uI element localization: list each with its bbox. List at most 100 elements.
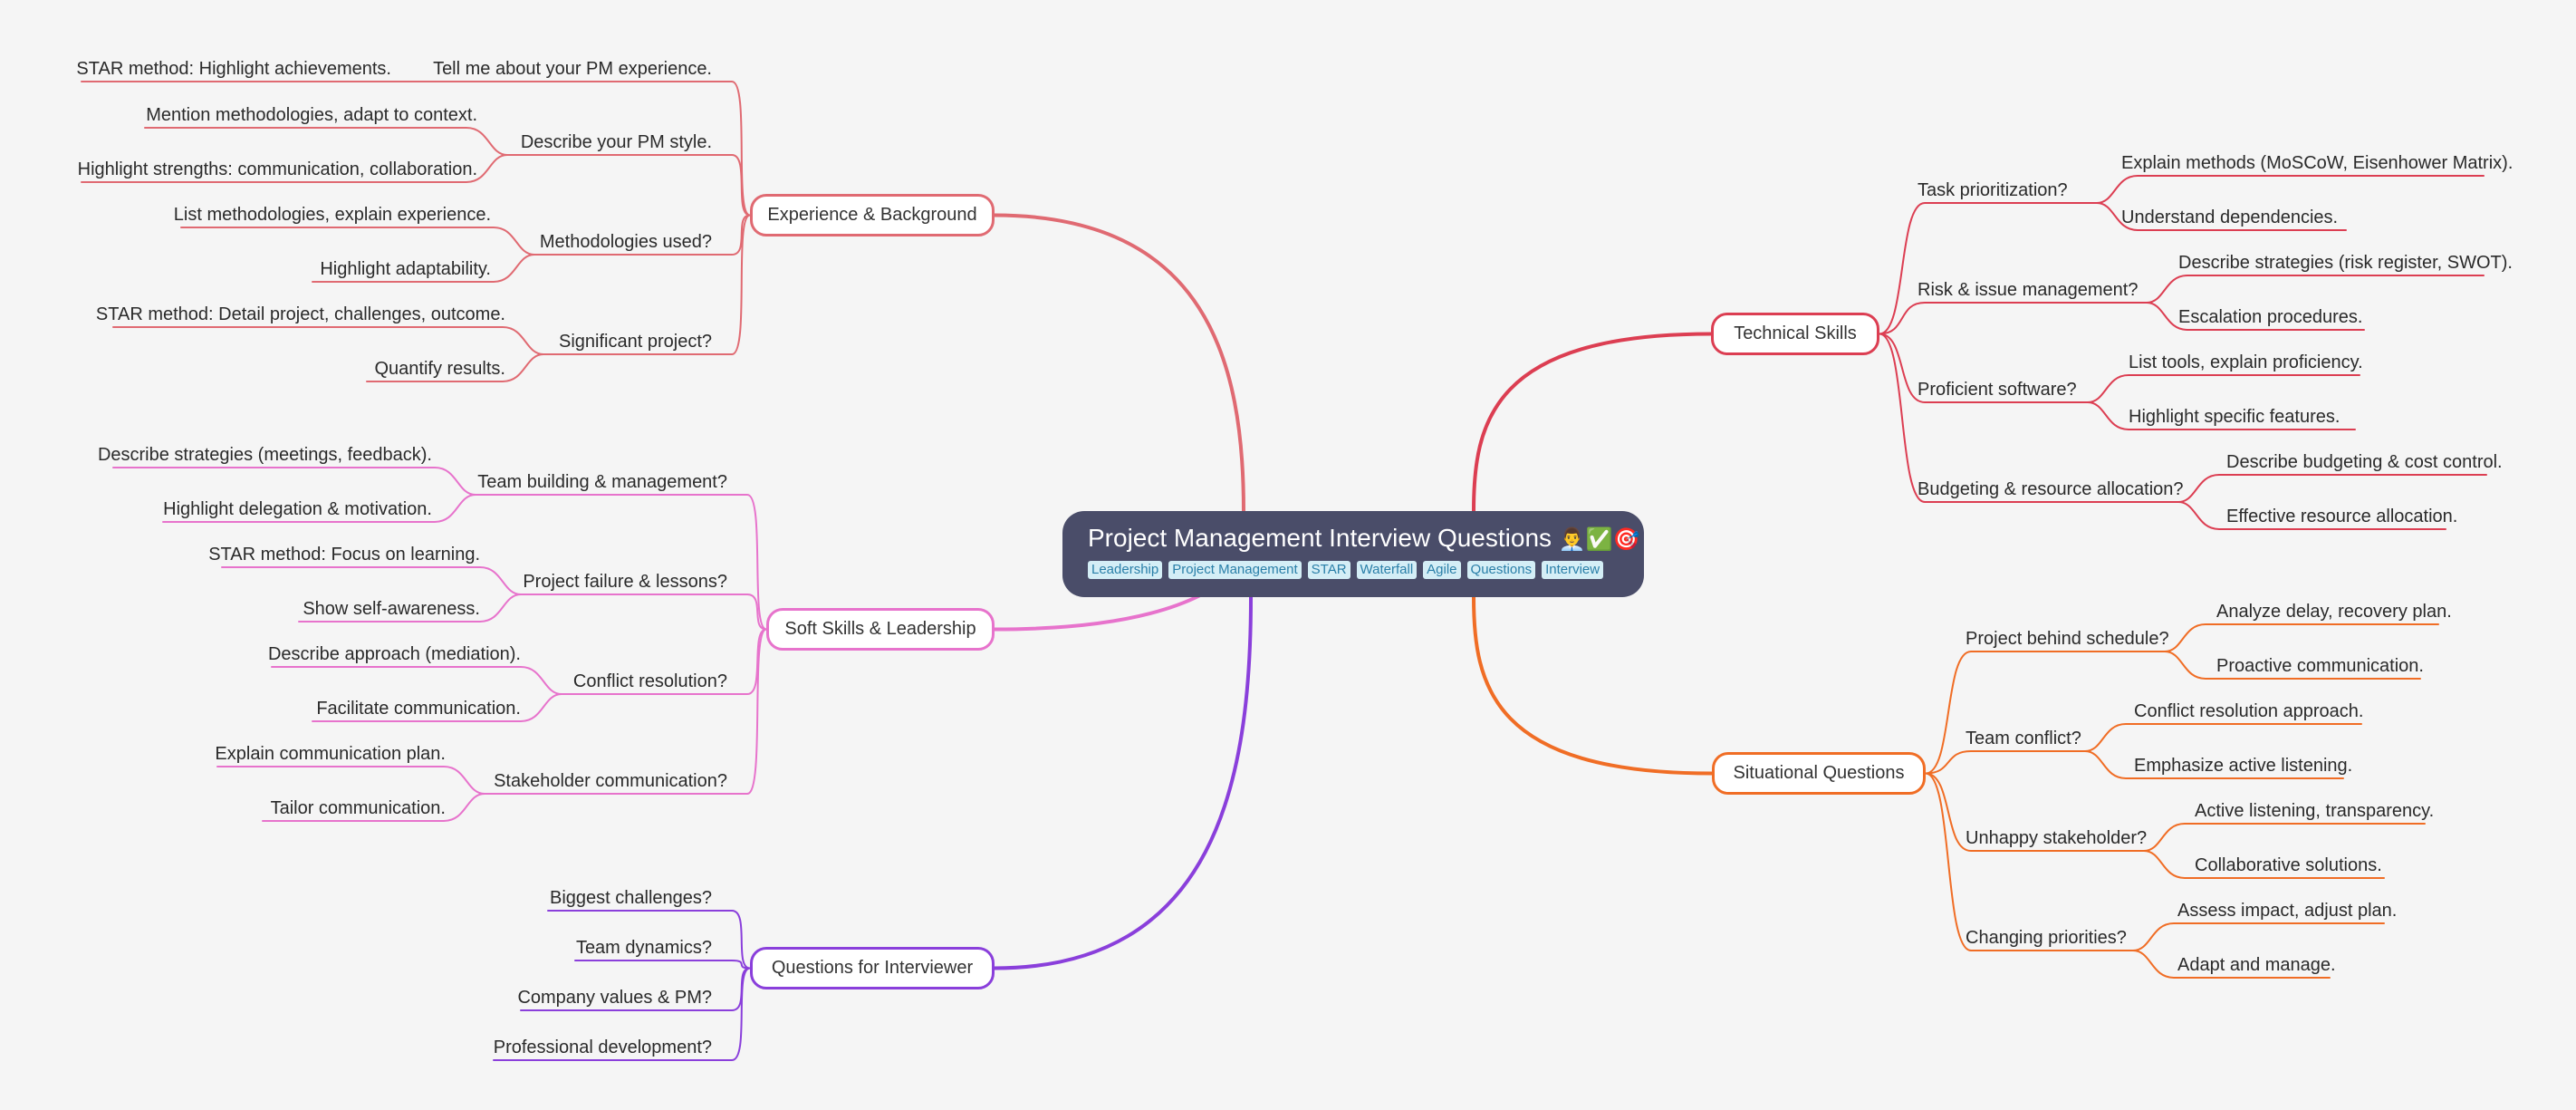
tag[interactable]: Questions (1466, 561, 1536, 579)
leaf-connector (144, 127, 508, 156)
subtopic-connector (1925, 750, 2086, 775)
leaf-connector (2143, 850, 2385, 879)
leaf-label: Highlight delegation & motivation. (163, 499, 432, 519)
leaf-label: Quantify results. (374, 359, 505, 379)
subtopic-connector (475, 494, 767, 631)
branch-connector (1472, 332, 1713, 513)
tag[interactable]: Waterfall (1356, 561, 1418, 579)
leaf-connector (162, 494, 476, 523)
leaf-connector (180, 227, 535, 256)
subtopic-connector (434, 81, 751, 217)
leaf-connector (112, 467, 476, 496)
subtopic-connector (543, 214, 751, 355)
branch-experience[interactable]: Experience & Background (750, 194, 995, 236)
subtopic-connector (493, 967, 751, 1061)
leaf-label: Proactive communication. (2216, 656, 2424, 676)
subtopic-connector (506, 154, 751, 217)
tag[interactable]: Project Management (1168, 561, 1302, 579)
subtopic-label[interactable]: Project behind schedule? (1966, 629, 2169, 649)
subtopic-label[interactable]: Team building & management? (477, 472, 727, 492)
subtopic-label[interactable]: Proficient software? (1918, 380, 2077, 400)
root-node[interactable]: Project Management Interview Questions 👨… (1062, 511, 1644, 597)
tag[interactable]: Interview (1542, 561, 1604, 579)
leaf-label: Adapt and manage. (2177, 955, 2336, 975)
leaf-connector (298, 594, 522, 623)
leaf-connector (2146, 302, 2365, 331)
subtopic-connector (1879, 202, 2098, 335)
subtopic-label[interactable]: Team conflict? (1966, 729, 2081, 748)
subtopic-label[interactable]: Professional development? (493, 1038, 712, 1057)
leaf-label: Highlight strengths: communication, coll… (77, 159, 477, 179)
leaf-label: STAR method: Highlight achievements. (76, 59, 391, 79)
leaf-connector (312, 254, 535, 283)
tag[interactable]: Leadership (1088, 561, 1163, 579)
subtopic-connector (1925, 651, 2166, 775)
leaf-connector (2084, 723, 2362, 752)
leaf-label: Escalation procedures. (2178, 307, 2363, 327)
subtopic-label[interactable]: Unhappy stakeholder? (1966, 828, 2148, 848)
branch-connector (993, 595, 1253, 970)
leaf-connector (112, 326, 544, 355)
subtopic-connector (1879, 333, 2089, 403)
branch-connector (1472, 595, 1714, 776)
branch-connector (993, 594, 1202, 632)
subtopic-label[interactable]: Biggest challenges? (549, 888, 712, 908)
subtopic-connector (561, 628, 767, 695)
leaf-connector (2087, 401, 2356, 430)
leaf-label: Effective resource allocation. (2226, 507, 2458, 526)
leaf-label: Describe budgeting & cost control. (2226, 452, 2503, 472)
subtopic-label[interactable]: Task prioritization? (1918, 180, 2068, 200)
subtopic-connector (1879, 333, 2179, 503)
leaf-label: Collaborative solutions. (2195, 855, 2382, 875)
subtopic-label[interactable]: Risk & issue management? (1918, 280, 2139, 300)
subtopic-connector (1925, 772, 2134, 951)
leaf-label: Active listening, transparency. (2195, 801, 2435, 821)
leaf-connector (221, 566, 522, 595)
tag[interactable]: Agile (1423, 561, 1461, 579)
subtopic-connector (1879, 302, 2148, 335)
leaf-connector (2177, 501, 2446, 530)
subtopic-connector (484, 628, 767, 795)
subtopic-label[interactable]: Stakeholder communication? (494, 771, 727, 791)
subtopic-label[interactable]: Conflict resolution? (572, 671, 727, 691)
leaf-connector (366, 353, 544, 382)
leaf-connector (2146, 275, 2485, 304)
subtopic-connector (574, 960, 751, 970)
subtopic-label[interactable]: Tell me about your PM experience. (433, 59, 712, 79)
subtopic-label[interactable]: Methodologies used? (539, 232, 712, 252)
leaf-connector (2132, 950, 2331, 979)
leaf-connector (2164, 623, 2439, 652)
leaf-label: Analyze delay, recovery plan. (2216, 602, 2452, 622)
leaf-connector (2143, 823, 2426, 852)
subtopic-connector (547, 910, 751, 970)
branch-soft-skills[interactable]: Soft Skills & Leadership (766, 608, 995, 651)
subtopic-label[interactable]: Significant project? (559, 332, 712, 352)
branch-technical[interactable]: Technical Skills (1711, 313, 1879, 355)
leaf-label: Tailor communication. (270, 798, 446, 818)
leaf-label: List methodologies, explain experience. (173, 205, 491, 225)
leaf-connector (2096, 175, 2485, 204)
leaf-label: Describe strategies (risk register, SWOT… (2178, 253, 2513, 273)
leaf-label: Highlight adaptability. (320, 259, 491, 279)
subtopic-label[interactable]: Team dynamics? (575, 938, 712, 958)
leaf-label: List tools, explain proficiency. (2129, 352, 2363, 372)
branch-interviewer[interactable]: Questions for Interviewer (750, 947, 995, 989)
subtopic-label[interactable]: Describe your PM style. (520, 132, 712, 152)
leaf-label: Describe approach (mediation). (267, 644, 521, 664)
branch-situational[interactable]: Situational Questions (1712, 752, 1926, 795)
leaf-label: Understand dependencies. (2121, 208, 2339, 227)
root-title: Project Management Interview Questions 👨… (1088, 522, 1644, 555)
subtopic-label[interactable]: Project failure & lessons? (523, 572, 727, 592)
subtopic-label[interactable]: Company values & PM? (517, 988, 712, 1008)
leaf-label: Facilitate communication. (316, 699, 521, 719)
root-emoji: 👨‍💼✅🎯 (1558, 526, 1640, 552)
subtopic-label[interactable]: Changing priorities? (1966, 928, 2127, 948)
leaf-label: Conflict resolution approach. (2134, 701, 2364, 721)
leaf-label: Show self-awareness. (303, 599, 480, 619)
leaf-label: Emphasize active listening. (2134, 756, 2353, 776)
leaf-label: STAR method: Focus on learning. (208, 545, 480, 565)
tag[interactable]: STAR (1307, 561, 1350, 579)
subtopic-label[interactable]: Budgeting & resource allocation? (1918, 479, 2184, 499)
leaf-connector (262, 793, 485, 822)
